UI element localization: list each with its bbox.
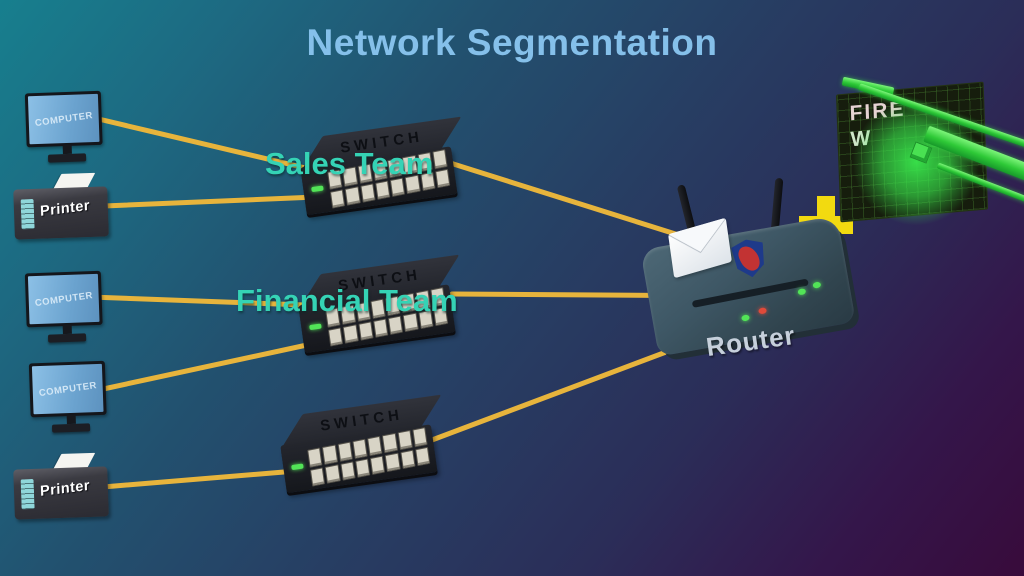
- ethernet-port: [322, 444, 338, 465]
- computer-screen-label: COMPUTER: [34, 109, 94, 129]
- ethernet-port: [344, 185, 361, 206]
- router-led-red: [758, 307, 767, 315]
- ethernet-port: [414, 446, 431, 467]
- printer-label: Printer: [39, 477, 91, 500]
- monitor-screen: COMPUTER: [27, 273, 100, 325]
- ethernet-port: [369, 455, 386, 475]
- cable-printer-1-to-switch-sales: [101, 193, 343, 209]
- ethernet-port: [399, 449, 416, 470]
- router: Router: [640, 176, 859, 371]
- ethernet-port: [397, 429, 413, 450]
- label-sales-team: Sales Team: [265, 146, 434, 181]
- printer-2: Printer: [13, 452, 109, 527]
- ethernet-port: [374, 180, 391, 200]
- printer-control-panel: [20, 198, 35, 230]
- monitor-base: [47, 333, 87, 343]
- computer-screen-label: COMPUTER: [34, 289, 94, 309]
- computer-2: COMPUTER: [24, 270, 107, 344]
- page-title: Network Segmentation: [306, 22, 718, 63]
- status-led: [309, 323, 322, 331]
- printer-body: Printer: [13, 186, 109, 240]
- status-led: [311, 185, 324, 193]
- computer-screen-label: COMPUTER: [38, 379, 98, 399]
- envelope-flap: [668, 217, 730, 261]
- monitor-stand: [66, 414, 76, 425]
- ethernet-port: [359, 182, 376, 203]
- ethernet-port: [342, 323, 359, 344]
- label-financial-team: Financial Team: [236, 283, 458, 318]
- vent-slot: [691, 278, 809, 308]
- cable-computer-2-to-switch-financial: [87, 294, 335, 309]
- ethernet-port: [324, 463, 341, 484]
- monitor-frame: COMPUTER: [28, 360, 107, 418]
- ethernet-port: [432, 149, 448, 169]
- printer-body: Printer: [13, 466, 109, 520]
- ethernet-port: [352, 438, 368, 459]
- ethernet-port: [412, 427, 428, 447]
- ethernet-port: [382, 432, 398, 453]
- ethernet-port: [339, 460, 356, 481]
- router-logo-mark: [735, 243, 763, 274]
- ethernet-port: [357, 320, 374, 341]
- cable-computer-1-to-switch-sales: [87, 114, 338, 178]
- monitor-screen: COMPUTER: [27, 93, 100, 145]
- monitor-frame: COMPUTER: [24, 90, 103, 148]
- printer-label: Printer: [39, 197, 91, 220]
- computer-1: COMPUTER: [24, 90, 107, 164]
- ethernet-port: [434, 168, 451, 189]
- monitor-stand: [62, 324, 72, 335]
- status-led: [291, 463, 304, 471]
- cable-computer-3-to-switch-financial: [91, 337, 333, 394]
- ethernet-port: [354, 458, 371, 478]
- router-logo: [730, 237, 768, 280]
- cable-printer-2-to-switch-3: [100, 467, 311, 490]
- monitor-stand: [62, 144, 72, 155]
- router-led-green: [797, 288, 807, 296]
- monitor-base: [47, 153, 87, 163]
- router-led-green: [741, 314, 750, 322]
- ethernet-port: [329, 188, 346, 209]
- ethernet-port: [367, 435, 383, 456]
- printer-control-panel: [20, 478, 35, 510]
- ethernet-port: [337, 441, 353, 462]
- ethernet-port: [309, 466, 326, 487]
- router-led-green: [812, 281, 822, 289]
- monitor-screen: COMPUTER: [31, 363, 104, 415]
- firewall: FIRE W: [826, 74, 1024, 239]
- ethernet-port: [372, 318, 389, 338]
- monitor-base: [51, 423, 91, 433]
- ethernet-port: [384, 452, 401, 473]
- printer-1: Printer: [13, 172, 109, 247]
- computer-3: COMPUTER: [28, 360, 111, 434]
- ethernet-port: [307, 447, 323, 468]
- monitor-frame: COMPUTER: [24, 270, 103, 328]
- ethernet-port: [327, 326, 344, 347]
